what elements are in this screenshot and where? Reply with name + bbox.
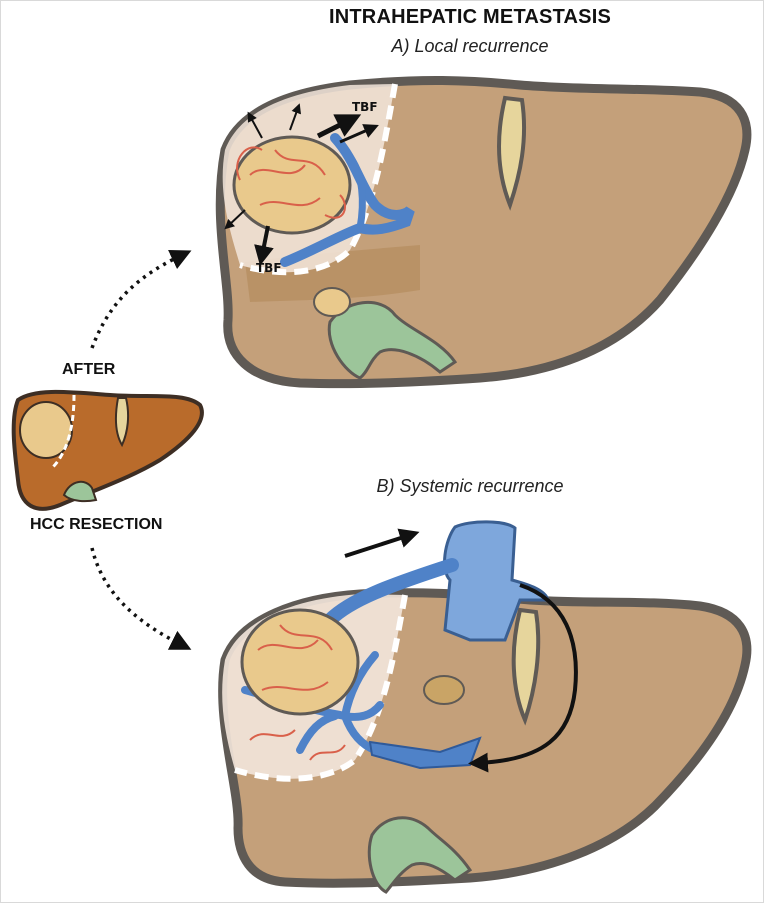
liver-panel-b <box>218 520 752 894</box>
small-liver <box>11 389 204 511</box>
hcc-resection-label: HCC RESECTION <box>30 516 163 533</box>
tbf-label-top: TBF <box>352 100 378 114</box>
tbf-label-bottom: TBF <box>256 261 282 275</box>
panel-a-label: A) Local recurrence <box>391 36 549 56</box>
arrow-to-systemic <box>90 547 192 650</box>
arrow-to-local <box>90 250 192 349</box>
panel-b-label: B) Systemic recurrence <box>376 476 564 496</box>
liver-panel-a <box>215 75 752 389</box>
after-label: AFTER <box>62 361 116 378</box>
figure-title: INTRAHEPATIC METASTASIS <box>328 6 611 28</box>
